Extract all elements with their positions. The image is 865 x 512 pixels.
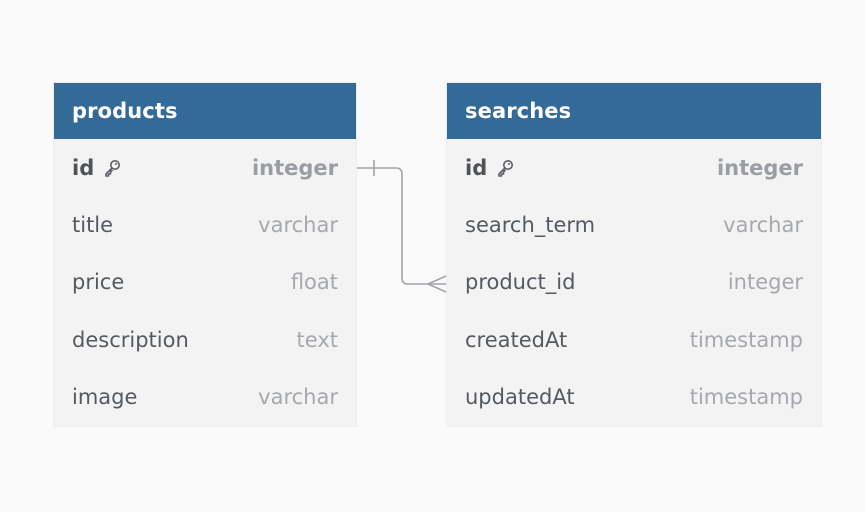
column-name: description — [72, 327, 189, 352]
column-name: id — [465, 156, 515, 180]
column-type: integer — [251, 155, 338, 180]
column-row-price[interactable]: price float — [54, 254, 356, 311]
column-row-id[interactable]: id integer — [447, 139, 821, 196]
key-icon — [498, 159, 514, 177]
column-type: varchar — [723, 213, 803, 238]
column-row-created-at[interactable]: createdAt timestamp — [447, 311, 821, 368]
column-name: createdAt — [465, 327, 568, 352]
column-type: integer — [727, 270, 803, 295]
column-row-title[interactable]: title varchar — [54, 196, 356, 253]
column-type: varchar — [258, 213, 338, 238]
key-icon — [105, 159, 121, 177]
column-type: varchar — [258, 385, 338, 410]
column-name: image — [72, 385, 138, 410]
column-row-updated-at[interactable]: updatedAt timestamp — [447, 369, 821, 426]
column-name: search_term — [465, 213, 596, 238]
column-row-id[interactable]: id integer — [54, 139, 356, 196]
table-header-products[interactable]: products — [54, 83, 356, 139]
table-searches[interactable]: searches id integer search_term varchar … — [447, 83, 821, 426]
table-header-searches[interactable]: searches — [447, 83, 821, 139]
column-name: product_id — [465, 270, 576, 295]
column-type: timestamp — [689, 385, 803, 410]
column-name: updatedAt — [465, 385, 575, 410]
relationship-line[interactable] — [357, 167, 446, 285]
column-name: id — [72, 156, 122, 180]
column-name: title — [72, 213, 114, 238]
column-type: integer — [716, 155, 803, 180]
column-row-description[interactable]: description text — [54, 311, 356, 368]
column-row-search-term[interactable]: search_term varchar — [447, 196, 821, 253]
column-type: timestamp — [689, 327, 803, 352]
column-name: price — [72, 270, 125, 295]
column-row-product-id[interactable]: product_id integer — [447, 254, 821, 311]
table-products[interactable]: products id integer title varchar price … — [54, 83, 356, 426]
many-cardinality-marker — [427, 275, 447, 293]
column-type: float — [290, 270, 338, 295]
column-row-image[interactable]: image varchar — [54, 369, 356, 426]
column-type: text — [296, 327, 338, 352]
